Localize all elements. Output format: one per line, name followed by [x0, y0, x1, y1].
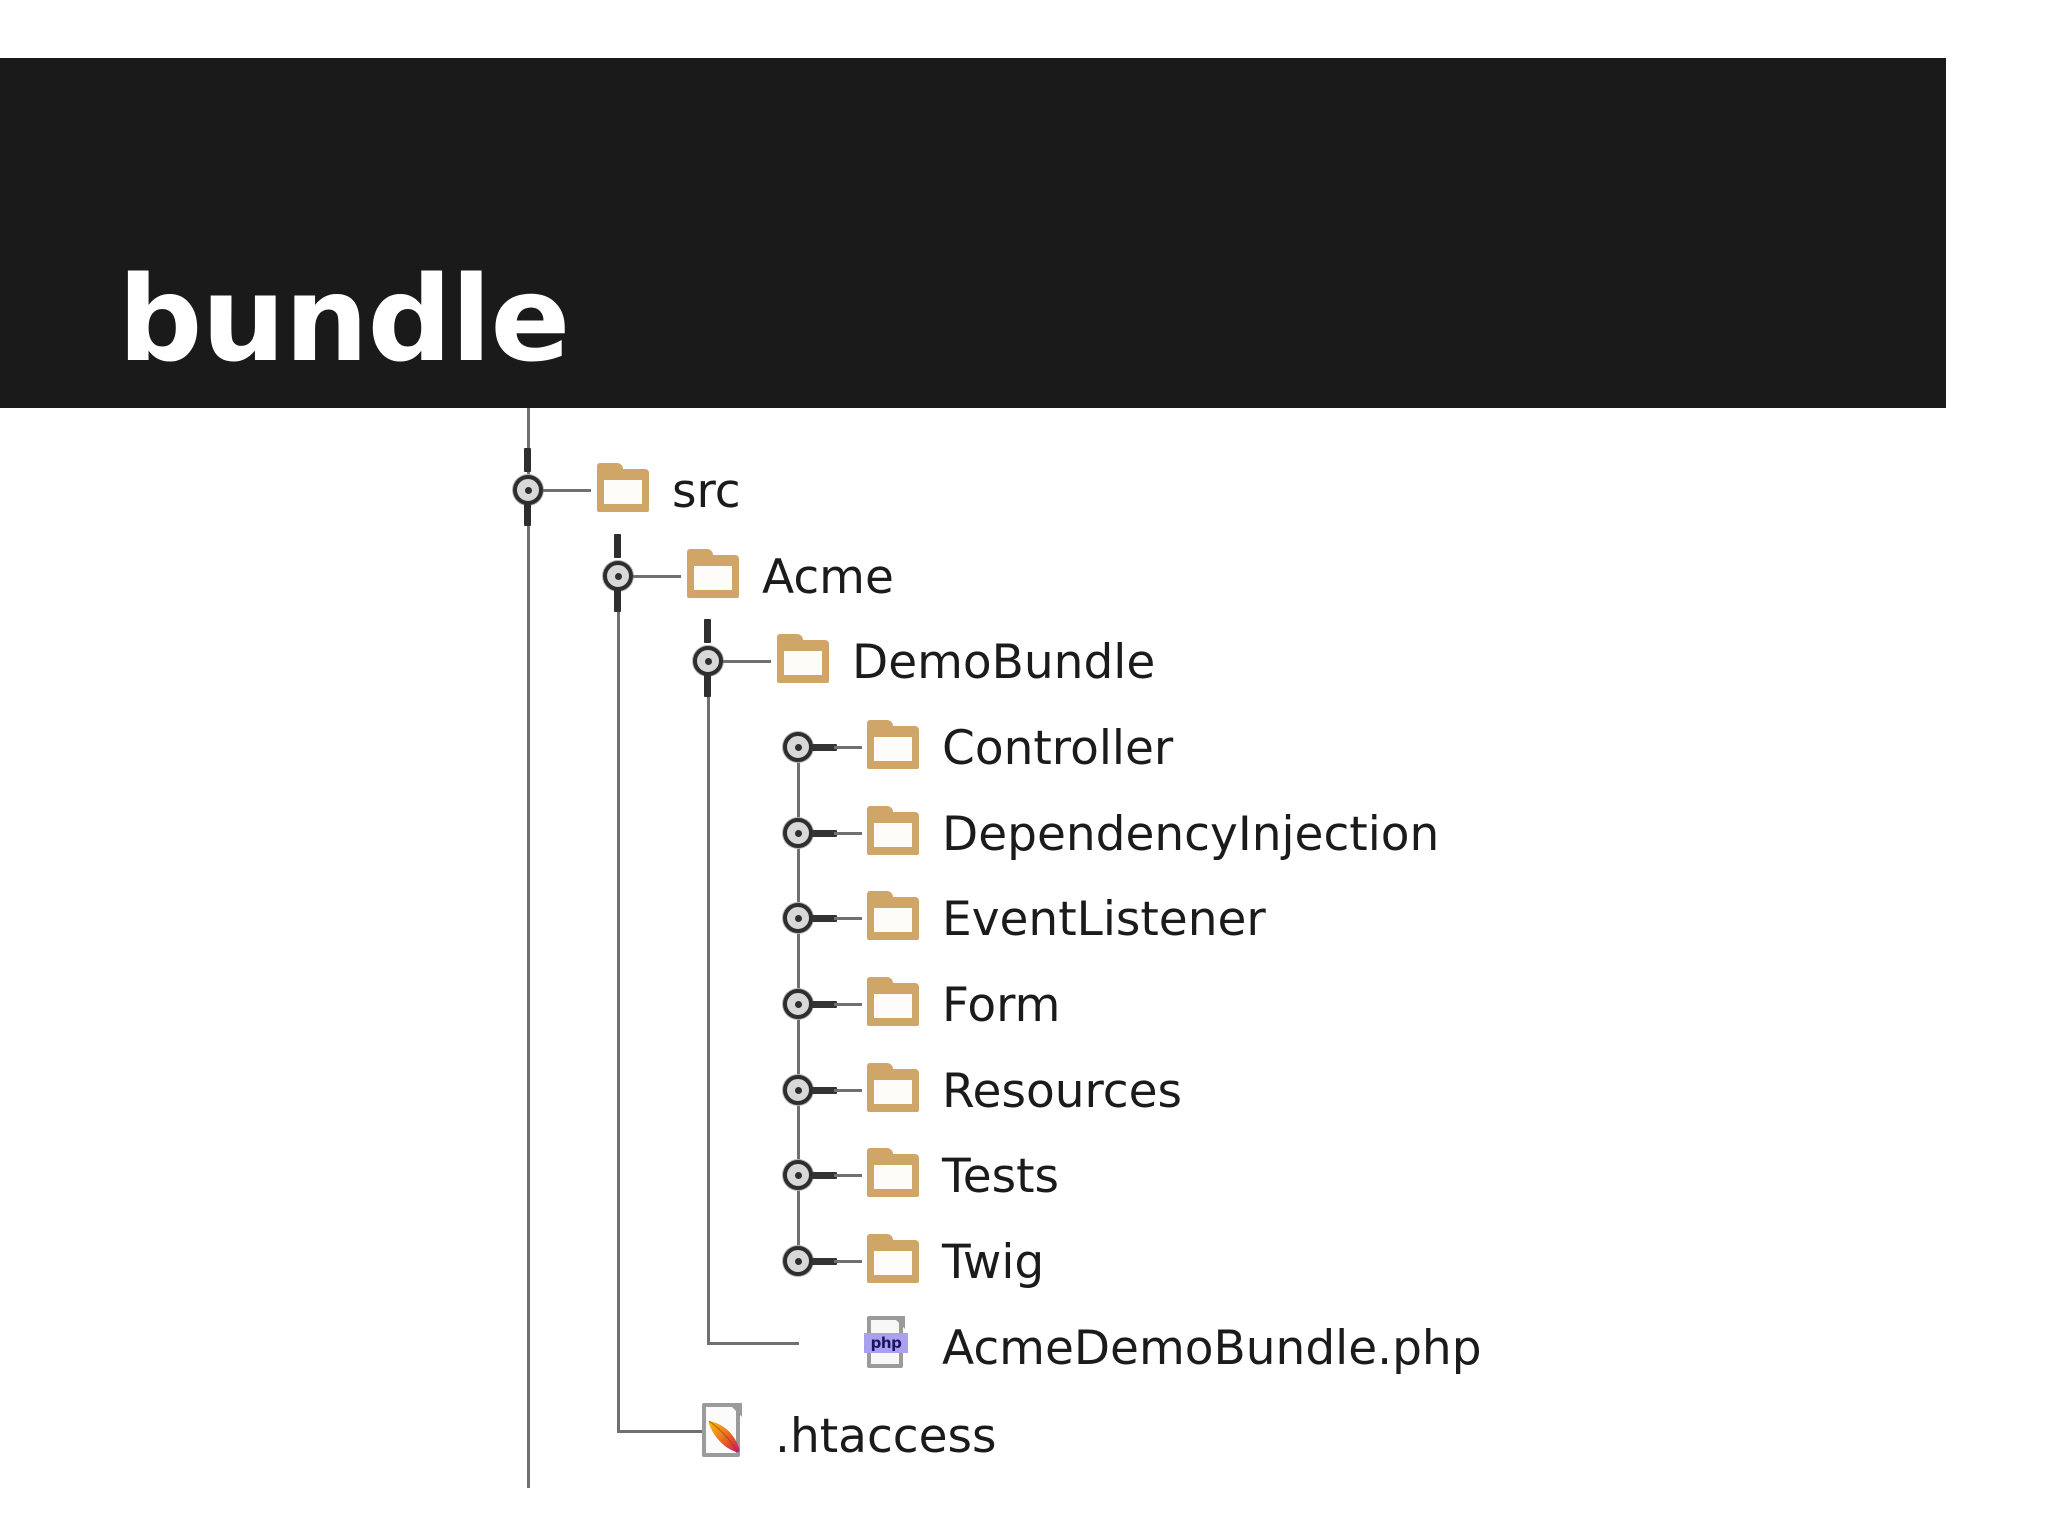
tree-item-label[interactable]: Twig [942, 1235, 1045, 1290]
tree-row: Acme [0, 534, 2048, 620]
folder-icon [777, 634, 829, 683]
tree-node-nub [614, 590, 621, 612]
folder-icon [867, 806, 919, 855]
tree-connector-stub [834, 1089, 862, 1092]
tree-item-label[interactable]: .htaccess [775, 1409, 997, 1464]
tree-toggle-twig[interactable] [783, 1246, 813, 1276]
tree-connector-stub [812, 1001, 837, 1008]
apache-feather-icon [708, 1420, 740, 1453]
tree-connector-stub [834, 1174, 862, 1177]
tree-toggle-demobundle[interactable] [693, 646, 723, 676]
tree-connector-stub [812, 915, 837, 922]
folder-icon [867, 1234, 919, 1283]
tree-toggle-src[interactable] [513, 475, 543, 505]
tree-item-label[interactable]: Controller [942, 721, 1174, 776]
tree-item-label[interactable]: Acme [762, 550, 894, 605]
folder-icon [867, 977, 919, 1026]
tree-connector-stub [543, 489, 591, 492]
tree-node-nub [704, 619, 711, 643]
tree-row: EventListener [0, 876, 2048, 962]
tree-row: DemoBundle [0, 619, 2048, 705]
tree-node-nub [524, 448, 531, 472]
tree-row: .htaccess [0, 1393, 2048, 1479]
tree-elbow-acmedemobundle [707, 1342, 799, 1345]
folder-icon [867, 1148, 919, 1197]
tree-item-label[interactable]: DemoBundle [852, 635, 1156, 690]
tree-row: Resources [0, 1048, 2048, 1134]
tree-item-label[interactable]: Resources [942, 1064, 1183, 1119]
tree-node-nub [614, 534, 621, 558]
tree-row: Tests [0, 1133, 2048, 1219]
apache-file-icon [700, 1403, 744, 1457]
tree-toggle-form[interactable] [783, 989, 813, 1019]
tree-trunk-level0 [527, 408, 530, 1488]
tree-connector-stub [834, 1003, 862, 1006]
folder-icon [867, 1063, 919, 1112]
folder-icon [867, 891, 919, 940]
page-header-banner: bundle [0, 58, 1946, 408]
tree-connector-stub [834, 1260, 862, 1263]
tree-toggle-resources[interactable] [783, 1075, 813, 1105]
tree-toggle-controller[interactable] [783, 732, 813, 762]
tree-connector-stub [812, 1172, 837, 1179]
tree-toggle-dependencyinjection[interactable] [783, 818, 813, 848]
tree-row: DependencyInjection [0, 791, 2048, 877]
tree-node-nub [524, 504, 531, 526]
tree-toggle-tests[interactable] [783, 1160, 813, 1190]
tree-connector-stub [812, 1087, 837, 1094]
tree-node-nub [704, 675, 711, 697]
file-tree[interactable]: src Acme DemoBundle Controller [0, 408, 2048, 1536]
php-file-icon: php [864, 1316, 908, 1368]
tree-connector-stub [812, 1258, 837, 1265]
tree-row: src [0, 448, 2048, 534]
page-title: bundle [118, 250, 570, 388]
tree-connector-stub [834, 746, 862, 749]
tree-connector-stub [834, 917, 862, 920]
tree-item-label[interactable]: Tests [942, 1149, 1060, 1204]
tree-trunk-level1 [617, 575, 620, 1433]
tree-connector-stub [723, 660, 771, 663]
folder-icon [687, 549, 739, 598]
folder-icon [867, 720, 919, 769]
tree-item-label[interactable]: AcmeDemoBundle.php [942, 1321, 1482, 1376]
tree-item-label[interactable]: EventListener [942, 892, 1266, 947]
tree-item-label[interactable]: DependencyInjection [942, 807, 1440, 862]
tree-item-label[interactable]: src [672, 464, 741, 519]
tree-row: Twig [0, 1219, 2048, 1305]
tree-row: Controller [0, 705, 2048, 791]
tree-trunk-level2 [707, 660, 710, 1345]
tree-elbow-htaccess [617, 1430, 707, 1433]
tree-connector-stub [633, 575, 681, 578]
tree-row: Form [0, 962, 2048, 1048]
php-badge-label: php [864, 1333, 908, 1353]
tree-connector-stub [812, 830, 837, 837]
tree-item-label[interactable]: Form [942, 978, 1061, 1033]
tree-toggle-acme[interactable] [603, 561, 633, 591]
folder-icon [597, 463, 649, 512]
tree-toggle-eventlistener[interactable] [783, 903, 813, 933]
tree-connector-stub [812, 744, 837, 751]
tree-row: php AcmeDemoBundle.php [0, 1305, 2048, 1391]
tree-connector-stub [834, 832, 862, 835]
